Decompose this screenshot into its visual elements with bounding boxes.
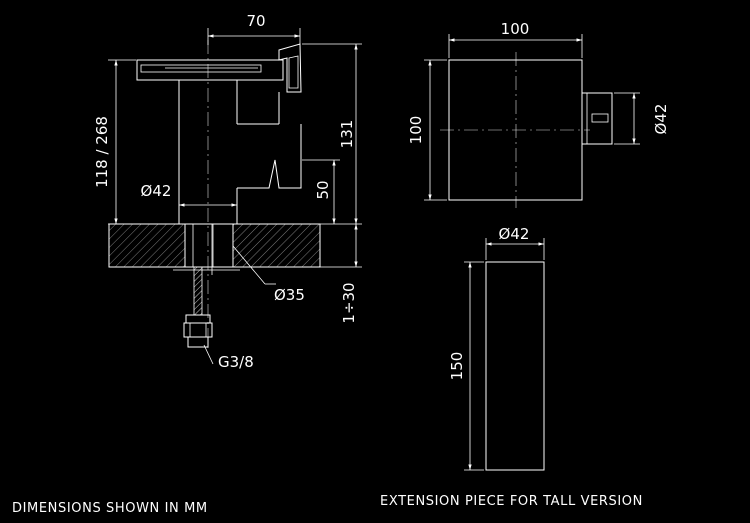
dim-handle-height: 100 xyxy=(407,59,447,201)
dim-label-extension-height: 150 xyxy=(448,352,466,381)
dim-right-height: 131 xyxy=(302,43,362,225)
dim-label-handle-diameter: Ø42 xyxy=(652,104,670,135)
spout-plate xyxy=(136,59,284,81)
dim-total-height: 118 / 268 xyxy=(93,59,136,225)
dim-label-extension-diameter: Ø42 xyxy=(499,225,530,243)
dim-label-connection: G3/8 xyxy=(218,353,254,371)
extension-piece xyxy=(485,261,545,471)
dim-spout-height: 50 xyxy=(302,159,340,224)
dim-label-body-diameter: Ø42 xyxy=(141,182,172,200)
dim-label-deck-thickness: 1÷30 xyxy=(340,282,358,323)
faucet-side-view xyxy=(108,40,321,350)
dim-handle-diameter: Ø42 xyxy=(614,92,670,145)
dim-body-diameter: Ø42 xyxy=(141,182,237,207)
dim-label-total-height: 118 / 268 xyxy=(93,116,111,188)
dim-connection: G3/8 xyxy=(203,344,254,371)
dim-label-hole-diameter: Ø35 xyxy=(274,286,305,304)
countertop-section xyxy=(108,223,321,275)
dim-hole-diameter: Ø35 xyxy=(232,245,305,304)
lever-handle xyxy=(278,43,302,93)
dim-label-handle-height: 100 xyxy=(407,116,425,145)
extension-note: EXTENSION PIECE FOR TALL VERSION xyxy=(380,494,643,509)
dim-deck-thickness: 1÷30 xyxy=(320,224,362,324)
dim-label-spout-height: 50 xyxy=(314,180,332,199)
faucet-body xyxy=(178,80,302,224)
dim-label-right-height: 131 xyxy=(338,120,356,149)
dim-extension-diameter: Ø42 xyxy=(485,225,545,260)
dim-label-top-width: 70 xyxy=(246,12,265,30)
dim-label-handle-width: 100 xyxy=(501,20,530,38)
dim-handle-width: 100 xyxy=(448,20,583,58)
handle-front-view xyxy=(440,52,613,208)
units-note: DIMENSIONS SHOWN IN MM xyxy=(12,501,208,516)
dim-extension-height: 150 xyxy=(448,261,484,471)
dim-top-width: 70 xyxy=(207,12,301,45)
